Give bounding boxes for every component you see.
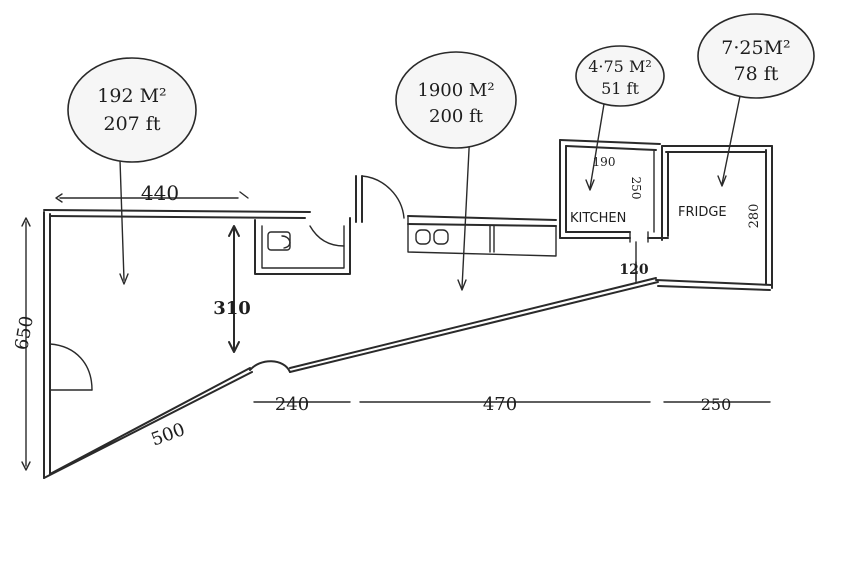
dim-depth: 310 [213, 298, 251, 319]
living-area-m2: 192 M² [97, 85, 166, 107]
dim-kitchen-top: 190 [593, 155, 616, 169]
dim-bottom-a: 240 [275, 394, 309, 415]
bubble-corridor: 1900 M² 200 ft [395, 51, 517, 149]
dim-left-height: 650 [11, 314, 38, 351]
dim-diagonal: 500 [148, 419, 187, 450]
bubble-living: 192 M² 207 ft [67, 57, 197, 163]
living-area-ft: 207 ft [104, 113, 161, 135]
area-pointers [119, 95, 741, 291]
room-label-fridge: FRIDGE [678, 205, 727, 220]
dim-bottom-b: 470 [483, 394, 517, 415]
dim-bottom-c: 250 [701, 395, 732, 414]
fridge-area-ft: 78 ft [734, 63, 779, 85]
dim-top-width: 440 [141, 181, 179, 205]
door-swings [49, 343, 93, 391]
bubble-kitchen: 4·75 M² 51 ft [575, 45, 665, 107]
room-label-kitchen: KITCHEN [570, 211, 626, 226]
fixtures [254, 215, 557, 275]
dim-fridge-side: 280 [747, 204, 762, 229]
corridor-area-m2: 1900 M² [417, 80, 494, 101]
kitchen-area-ft: 51 ft [601, 79, 639, 98]
corridor-area-ft: 200 ft [429, 106, 484, 127]
fridge-area-m2: 7·25M² [721, 37, 790, 59]
dim-step: 120 [619, 262, 648, 278]
outer-walls [43, 139, 773, 479]
dim-kitchen-side: 250 [629, 177, 643, 200]
kitchen-area-m2: 4·75 M² [588, 57, 652, 76]
bubble-fridge: 7·25M² 78 ft [697, 13, 815, 99]
dimension-lines [21, 191, 771, 471]
